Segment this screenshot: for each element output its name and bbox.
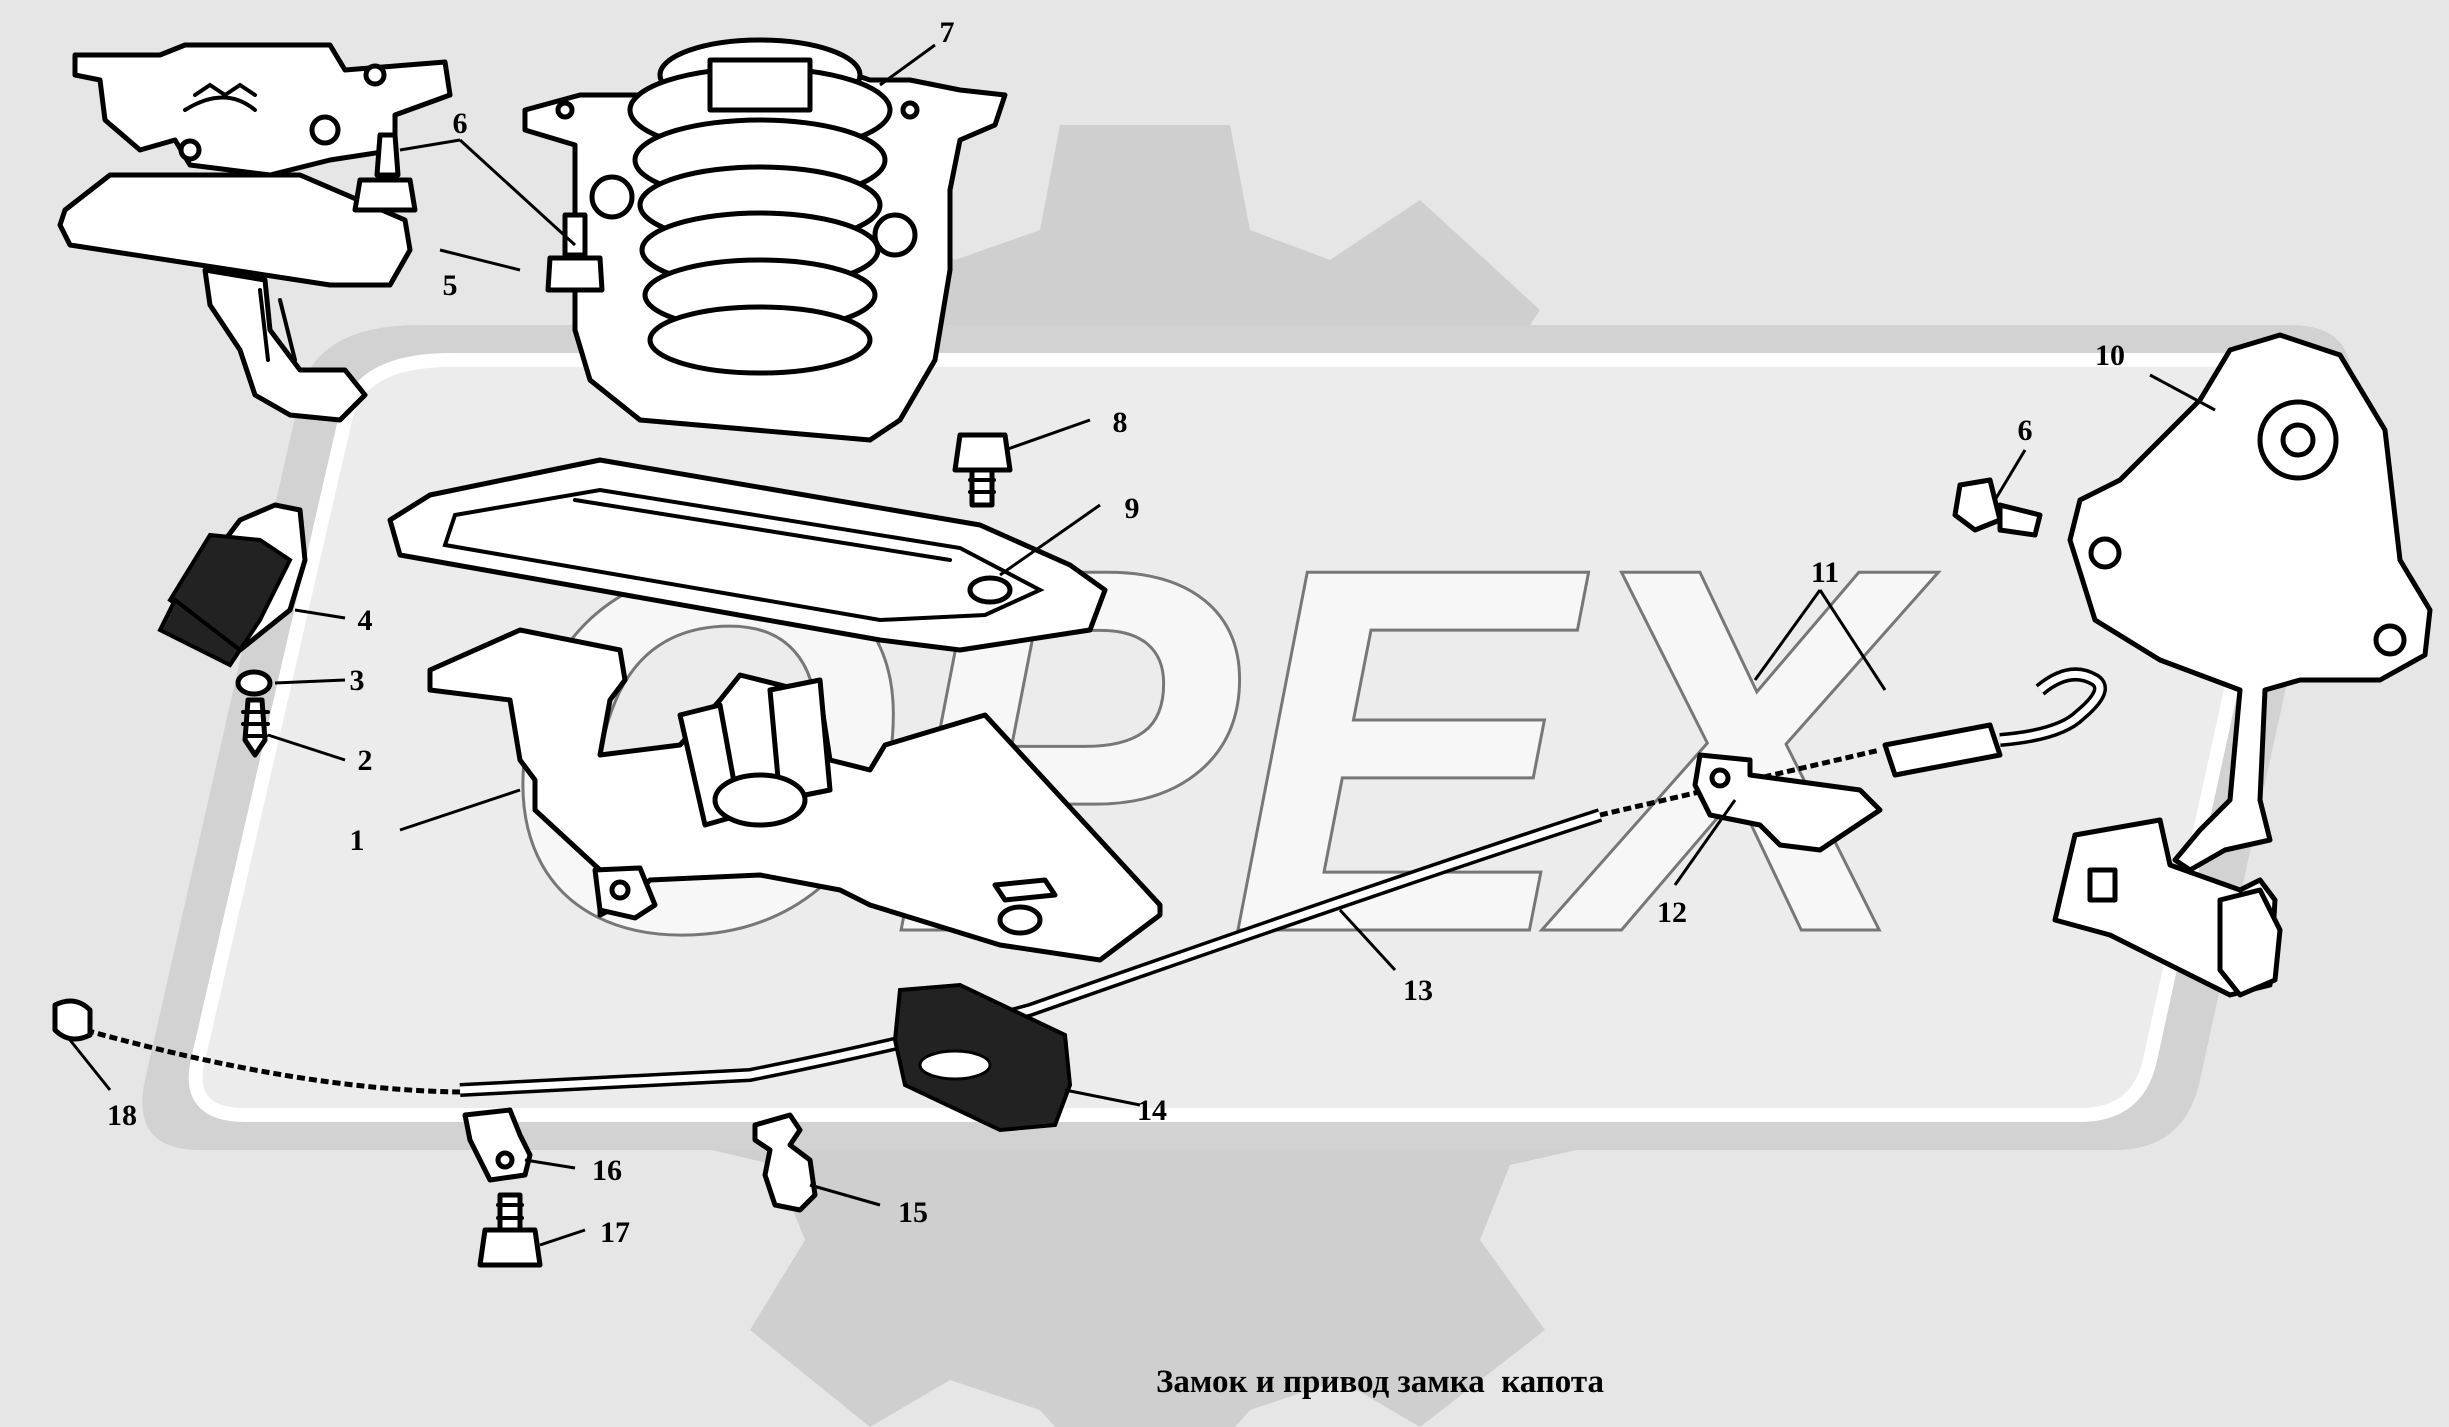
callout-14: 14	[1137, 1094, 1167, 1127]
callout-6-right: 6	[2018, 414, 2033, 447]
callout-6-upper: 6	[453, 107, 468, 140]
part-10-lever-bracket	[2052, 332, 2433, 998]
part-5-latch-hook	[57, 42, 453, 423]
callout-5: 5	[443, 269, 458, 302]
callout-7: 7	[940, 16, 955, 49]
part-9-cover-plate	[387, 457, 1108, 653]
part-4-release-handle	[157, 502, 308, 668]
part-12-clip	[1692, 752, 1883, 853]
part-16-cable-clip	[462, 1107, 533, 1183]
part-3-washer	[235, 669, 273, 697]
callout-1: 1	[350, 824, 365, 857]
callout-15: 15	[898, 1196, 928, 1229]
callout-13: 13	[1403, 974, 1433, 1007]
part-1-bracket	[427, 627, 1163, 963]
part-15-clip	[752, 1112, 818, 1213]
part-13-cable	[84, 747, 1881, 1097]
part-18-cable-end	[52, 998, 93, 1042]
callout-12: 12	[1657, 896, 1687, 929]
callout-18: 18	[107, 1099, 137, 1132]
part-14-grommet	[892, 982, 1073, 1133]
callout-2: 2	[358, 744, 373, 777]
part-11-cable-end	[1882, 667, 2107, 778]
part-8-bolt	[952, 432, 1013, 508]
part-7-spring-lock	[522, 37, 1008, 443]
callout-3: 3	[350, 664, 365, 697]
callout-9: 9	[1125, 492, 1140, 525]
part-2-screw	[241, 697, 270, 758]
part-6-bolt-right	[1952, 477, 2043, 538]
leader-lines	[68, 43, 2216, 1247]
callout-17: 17	[600, 1216, 630, 1249]
diagram-caption: Замок и привод замка капота	[1156, 1364, 1604, 1400]
callout-8: 8	[1113, 406, 1128, 439]
callout-16: 16	[592, 1154, 622, 1187]
callout-10: 10	[2095, 339, 2125, 372]
part-6-bolt-upper	[352, 132, 605, 293]
part-17-bolt	[477, 1192, 543, 1268]
callout-labels: 1 2 3 4 5 6 6 7 8 9 10 11 12 13 14 15 16…	[107, 16, 2125, 1249]
callout-4: 4	[358, 604, 373, 637]
callout-11: 11	[1811, 556, 1839, 589]
